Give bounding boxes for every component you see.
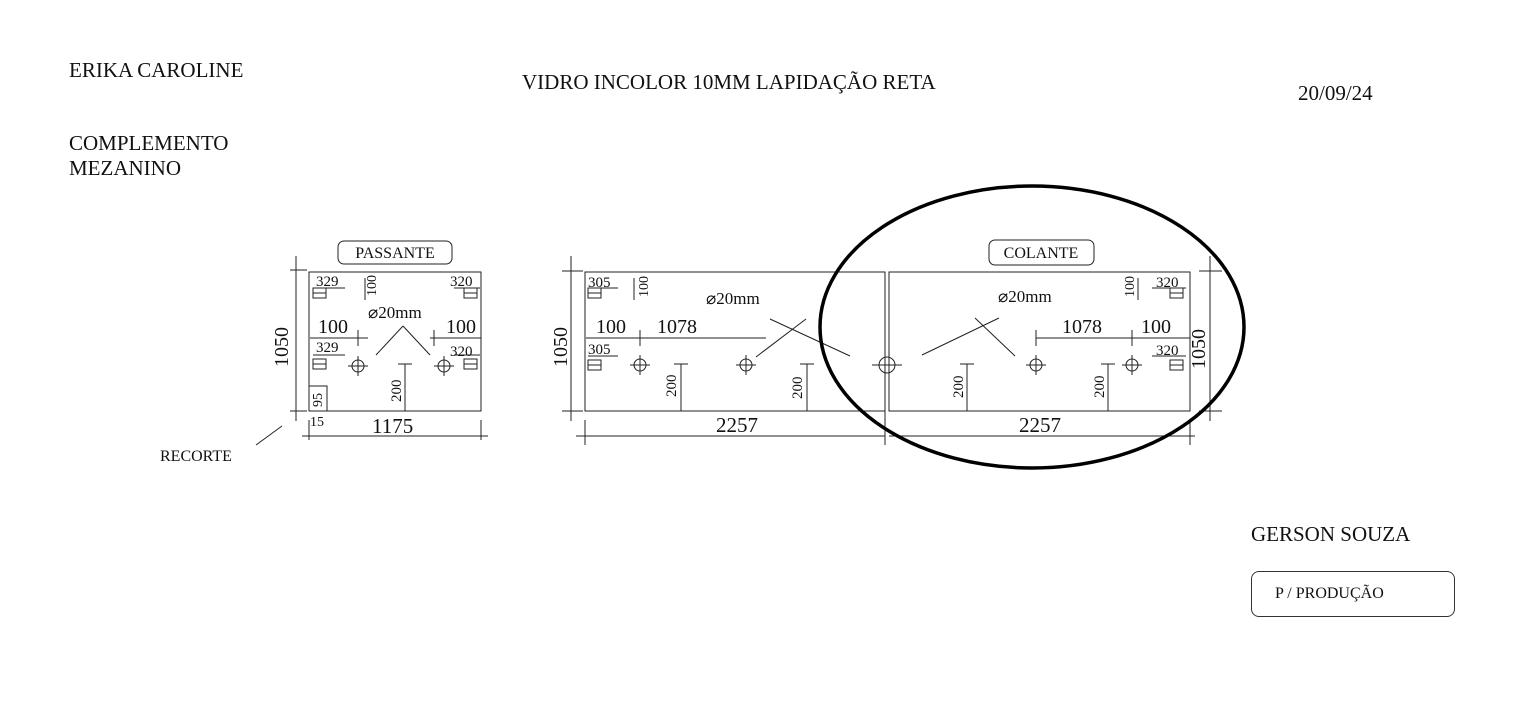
panel-colante: 1050 2257 COLANTE 320 320 100 ⌀20mm 1078… (888, 239, 1222, 445)
label-passante: PASSANTE (355, 245, 434, 262)
dim-hinge-gap: 100 (365, 275, 380, 296)
dim-width: 1175 (372, 414, 413, 438)
dim-height: 1050 (271, 327, 293, 367)
page-title: VIDRO INCOLOR 10MM LAPIDAÇÃO RETA (522, 70, 936, 94)
signer-name: GERSON SOUZA (1251, 522, 1411, 546)
dim-hinge-top: 305 (588, 275, 611, 291)
dim-height: 1050 (550, 327, 572, 367)
dim-hinge-top-right: 320 (450, 274, 473, 290)
dim-hinge-bottom-left: 329 (316, 340, 339, 356)
panel-passante: PASSANTE 329 329 320 320 100 ⌀20mm 100 1… (255, 240, 488, 446)
project-line-1: COMPLEMENTO (69, 131, 229, 155)
hole-diameter: ⌀20mm (998, 287, 1052, 306)
dim-notch-height: 95 (311, 393, 326, 407)
dim-hinge-bottom: 320 (1156, 343, 1179, 359)
dim-height: 1050 (1188, 329, 1210, 369)
dim-hinge-gap: 100 (637, 276, 652, 297)
client-name: ERIKA CAROLINE (69, 58, 244, 82)
dim-edge-right: 100 (446, 316, 476, 338)
dim-notch-width: 15 (310, 415, 324, 430)
project-name: COMPLEMENTO MEZANINO (69, 131, 228, 181)
dim-hole-spacing: 1078 (657, 316, 697, 338)
hole-diameter: ⌀20mm (368, 303, 422, 322)
dim-edge-left: 100 (318, 316, 348, 338)
panel-passante-outline (308, 271, 482, 412)
dim-hinge-gap: 100 (1123, 276, 1138, 297)
dim-hole-spacing: 1078 (1062, 316, 1102, 338)
label-colante: COLANTE (1004, 245, 1079, 262)
document-date: 20/09/24 (1298, 81, 1373, 105)
dim-hole-height-1: 200 (664, 375, 680, 398)
dim-hinge-bottom-right: 320 (450, 344, 473, 360)
label-box-passante (337, 240, 453, 265)
dim-width: 2257 (1019, 413, 1061, 437)
dim-width: 2257 (716, 413, 758, 437)
dim-hinge-top: 320 (1156, 275, 1179, 291)
panel-colante-outline (888, 271, 1191, 412)
dim-hole-height-2: 200 (1092, 376, 1108, 399)
project-line-2: MEZANINO (69, 156, 181, 180)
dim-edge-left: 100 (596, 316, 626, 338)
notch-cutout (308, 385, 328, 412)
dim-edge-right: 100 (1141, 316, 1171, 338)
production-stamp: P / PRODUÇÃO (1251, 571, 1455, 617)
dim-hinge-top-left: 329 (316, 274, 339, 290)
dim-hole-height-2: 200 (790, 377, 806, 400)
recorte-label: RECORTE (160, 448, 232, 465)
dim-hole-height-1: 200 (951, 376, 967, 399)
dim-hinge-bottom: 305 (588, 342, 611, 358)
panel-middle: 1050 2257 305 305 100 ⌀20mm 100 1078 200… (550, 256, 886, 445)
label-box-colante (988, 239, 1095, 266)
hole-diameter: ⌀20mm (706, 289, 760, 308)
highlight-ellipse (818, 184, 1246, 470)
dim-hole-height: 200 (389, 380, 405, 403)
